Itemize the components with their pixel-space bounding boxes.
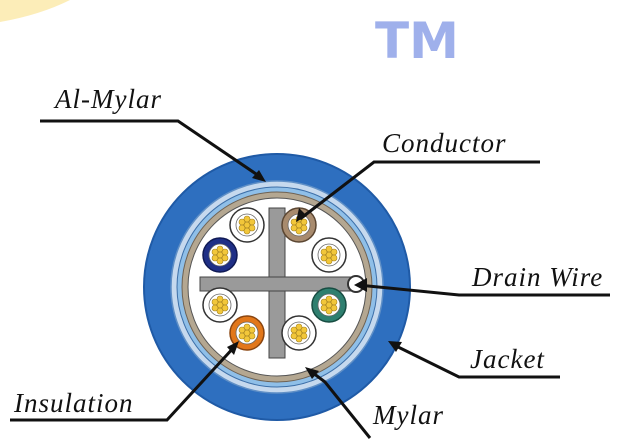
wire-white-top-right-strand-3: [325, 245, 333, 253]
wire-blue-strand-6: [216, 257, 224, 265]
wire-white-bottom-left-strand-6: [216, 307, 224, 315]
wire-white-bottom-left-strand-5: [221, 304, 229, 312]
wire-blue-strand-5: [221, 254, 229, 262]
wire-green-strand-6: [325, 307, 333, 315]
leader-insulation: [10, 343, 238, 422]
wire-brown-strand-5: [300, 224, 308, 232]
wire-green-strand-3: [325, 295, 333, 303]
wire-orange-strand-3: [243, 323, 251, 331]
arrow-al-mylar: [252, 170, 266, 182]
wire-green-strand-5: [330, 304, 338, 312]
wire-white-bottom-right-strand-4: [290, 332, 298, 340]
wire-brown-strand-4: [290, 224, 298, 232]
leader-jacket: [391, 342, 560, 379]
label-mylar: Mylar: [372, 400, 444, 430]
wire-brown-strand-6: [295, 227, 303, 235]
wire-white-top-left-strand-3: [243, 215, 251, 223]
arrow-conductor: [296, 208, 307, 222]
wire-white-top-right-strand-4: [320, 254, 328, 262]
twisted-pairs-group: [202, 207, 347, 351]
decorative-swoosh: [0, 0, 70, 22]
wire-orange-strand-4: [238, 332, 246, 340]
arrow-jacket: [388, 341, 402, 352]
wire-white-bottom-right-strand-3: [295, 323, 303, 331]
wire-white-bottom-right-strand-5: [300, 332, 308, 340]
arrow-drain-wire: [354, 278, 367, 292]
label-drain-wire: Drain Wire: [471, 262, 603, 292]
label-al-mylar: Al-Mylar: [53, 84, 162, 114]
wire-orange-strand-5: [248, 332, 256, 340]
label-conductor: Conductor: [382, 128, 507, 158]
wire-white-top-right-strand-6: [325, 257, 333, 265]
leader-conductor: [299, 160, 540, 221]
label-insulation: Insulation: [13, 388, 134, 418]
leader-drain-wire: [357, 283, 610, 297]
wire-white-top-left-strand-4: [238, 224, 246, 232]
wire-white-bottom-left-strand-3: [216, 295, 224, 303]
wire-white-bottom-right-strand-6: [295, 335, 303, 343]
wire-white-top-right-strand-5: [330, 254, 338, 262]
wire-blue-strand-4: [211, 254, 219, 262]
wire-white-top-left-strand-6: [243, 227, 251, 235]
label-jacket: Jacket: [470, 344, 545, 374]
wire-blue-strand-3: [216, 245, 224, 253]
arrow-mylar: [305, 367, 319, 379]
wire-green-strand-4: [320, 304, 328, 312]
leader-al-mylar: [40, 119, 263, 180]
arrow-insulation: [227, 341, 239, 355]
wire-white-top-left-strand-5: [248, 224, 256, 232]
trademark-watermark: TM: [375, 12, 459, 70]
wire-orange-strand-6: [243, 335, 251, 343]
wire-white-bottom-left-strand-4: [211, 304, 219, 312]
